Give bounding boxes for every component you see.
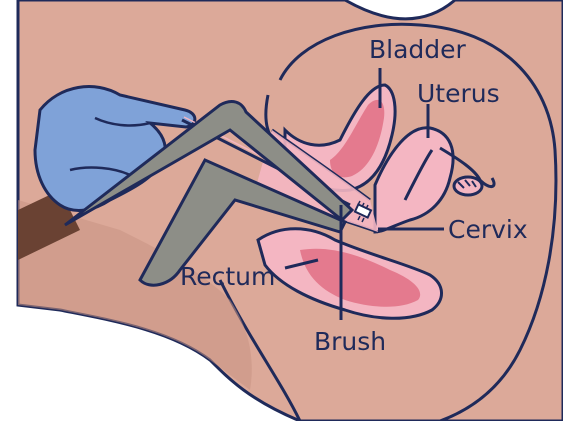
uterus-label: Uterus (417, 79, 500, 108)
brush-label: Brush (314, 327, 386, 356)
bladder-label: Bladder (369, 35, 467, 64)
rectum-label: Rectum (180, 262, 275, 291)
cervix-label: Cervix (448, 215, 528, 244)
ovary (454, 177, 482, 195)
